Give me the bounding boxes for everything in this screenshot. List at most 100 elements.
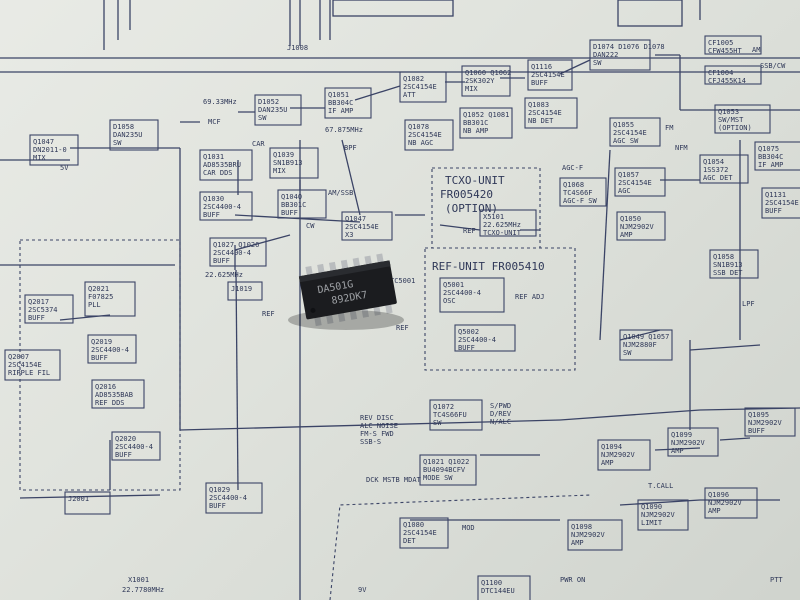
block-box [704,35,762,55]
unit-labels: TCXO-UNIT FR005420 (OPTION) REF-UNIT FR0… [432,174,545,273]
block-part: 2SC5374 [28,306,58,314]
block-part: DN2011-0 [33,146,67,154]
label-freq-2: 67.875MHz [325,126,363,134]
block-box [29,134,79,166]
block-function: BUFF [213,257,230,265]
label-am-ssb: AM/SSB [328,189,353,197]
block-part: NJM2902V [620,223,655,231]
block-name: Q1083 [528,101,549,109]
block-function: BUFF [115,451,132,459]
block-part: 2SC4154E [8,361,42,369]
block-box [419,454,477,486]
block-name: Q1053 [718,108,739,116]
tcxo-unit-code: FR005420 [440,188,493,201]
ref-unit-title: REF-UNIT FR005410 [432,260,545,273]
block-part: 2SC4154E [613,129,647,137]
block-part: NJM2880F [623,341,657,349]
block-name: Q1100 [481,579,502,587]
block-function: AMP [571,539,584,547]
block-box [704,487,758,519]
chip-pin [326,314,334,325]
ic-chip: DA501G 892DK7 [288,253,404,330]
block-function: BUFF [765,207,782,215]
label-freq-3: 22.625MHz [205,271,243,279]
block-part: 2SK302Y [465,77,495,85]
block-part: 1SS372 [703,166,728,174]
block-q2001: J2001 [64,491,111,515]
block-part: NJM2902V [571,531,606,539]
block-function: BUFF [748,427,765,435]
block-part: 2SC4154E [345,223,379,231]
block-box [477,575,531,600]
block-box [84,281,136,317]
block-part: 2SC4154E [403,83,437,91]
block-name: Q1031 [203,153,224,161]
label-n-alc: N/ALC [490,418,511,426]
block-box [277,189,327,219]
block-function: BUFF [281,209,298,217]
block-part: TC4S66F [563,189,593,197]
block-part: 2SC4154E [408,131,442,139]
block-box [199,191,253,221]
label-ref-2: REF [396,324,409,332]
block-box [341,211,393,241]
block-name: Q5002 [458,328,479,336]
chip-pin [340,259,349,270]
label-d-rev: D/REV [490,410,512,418]
chip-pin [317,263,325,274]
chip-pin [349,309,358,320]
label-bpf: BPF [344,144,357,152]
block-box [24,294,74,324]
block-box [199,149,253,181]
block-box [714,104,771,134]
block-function: BUFF [209,502,226,510]
block-function: BUFF [28,314,45,322]
block-name: Q1049 Q1057 [623,333,669,341]
label-tc5001: TC5001 [390,277,415,285]
block-part: DTC144EU [481,587,515,595]
block-box [269,147,319,179]
block-box [704,65,762,85]
block-name: X5101 [483,213,504,221]
block-name: Q1050 [620,215,641,223]
block-function: (OPTION) [718,124,752,132]
chip-pins-top [305,253,384,276]
block-box [461,65,511,97]
block-name: D1074 D1076 D1078 [593,43,665,51]
block-part: SW/MST [718,116,744,124]
label-x1001: X1001 [128,576,149,584]
block-function: TCXO-UNIT [483,229,522,237]
chip-pin1-dot [310,307,316,313]
chip-pin [364,255,372,266]
block-function: SSB DET [713,269,743,277]
block-function: RIPPLE FIL [8,369,50,377]
block-name: Q1068 [563,181,584,189]
block-box [227,281,263,301]
block-function: BUFF [203,211,220,219]
block-name: Q1060 Q1062 [465,69,511,77]
block-name: Q1029 [209,486,230,494]
block-function: IF AMP [758,161,783,169]
block-function: MIX [33,154,46,162]
block-function: SW [623,349,632,357]
block-box [527,59,573,91]
block-box [754,141,800,171]
block-name: Q1078 [408,123,429,131]
block-box [87,334,137,364]
